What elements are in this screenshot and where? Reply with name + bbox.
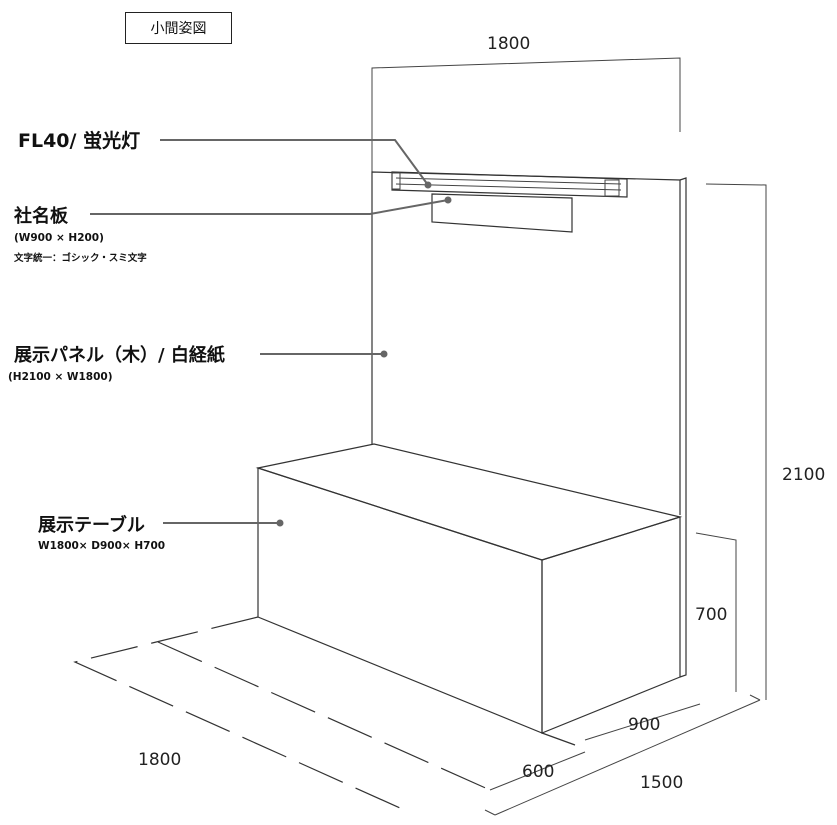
table-height-dimension-line (695, 532, 737, 692)
floor-outline-front (73, 616, 401, 809)
floor-depth-dimension: 1500 (640, 773, 684, 793)
panel-width-dimension: 1800 (487, 34, 531, 54)
signboard-label: 社名板 (14, 206, 68, 227)
table-right-face (541, 516, 681, 734)
panel-label: 展示パネル（木）/ 白経紙 (14, 345, 225, 366)
floor-inner-depth-dimension: 600 (522, 762, 555, 782)
table-top (255, 443, 683, 561)
floor-width-dimension: 1800 (138, 750, 182, 770)
table-depth-dimension: 900 (628, 715, 661, 735)
table-height-dimension: 700 (695, 605, 728, 625)
signboard-note: 文字統一：ゴシック・スミ文字 (14, 253, 147, 264)
table-size: W1800× D900× H700 (38, 540, 166, 552)
table-front-face (257, 467, 543, 734)
signboard-size: (W900 × H200) (14, 232, 104, 244)
light-leader-line (160, 139, 429, 186)
panel-edge (679, 177, 687, 678)
table-label: 展示テーブル (38, 515, 145, 536)
signboard-leader-line (90, 199, 449, 215)
floor-inner-depth-dimension-line (489, 751, 586, 791)
company-signboard (431, 193, 573, 233)
panel-width-dimension-line (371, 57, 681, 172)
floor-outline-depth (541, 732, 576, 746)
height-dimension-line (705, 183, 767, 700)
floor-depth-dimension-line (494, 699, 761, 816)
height-dimension: 2100 (782, 465, 826, 485)
light-label: FL40/ 蛍光灯 (18, 130, 141, 152)
table-depth-dimension-line (584, 703, 701, 741)
diagram-title: 小間姿図 (125, 12, 232, 44)
floor-outline-inner (157, 641, 491, 791)
fluorescent-light (391, 171, 628, 198)
panel-size: (H2100 × W1800) (8, 371, 113, 383)
panel-front-face (371, 171, 681, 515)
